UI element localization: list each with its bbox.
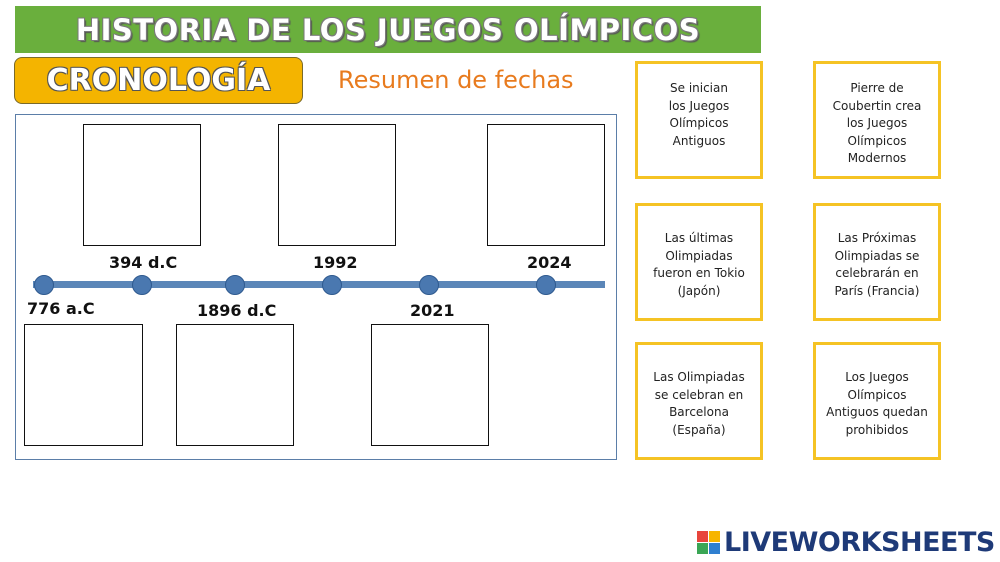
- year-label-2021: 2021: [410, 301, 455, 320]
- timeline-dot-776: [34, 275, 54, 295]
- year-label-2024: 2024: [527, 253, 572, 272]
- year-label-1992: 1992: [313, 253, 358, 272]
- timeline-dot-394: [132, 275, 152, 295]
- brand-name: LIVEWORKSHEETS: [724, 527, 995, 558]
- year-label-1896: 1896 d.C: [197, 301, 277, 320]
- page-title: HISTORIA DE LOS JUEGOS OLÍMPICOS: [75, 12, 701, 47]
- brand-logo-icon: [697, 531, 720, 554]
- year-label-776: 776 a.C: [27, 299, 95, 318]
- timeline-line: [33, 281, 605, 288]
- year-label-394: 394 d.C: [109, 253, 178, 272]
- timeline-dot-1992: [322, 275, 342, 295]
- event-card-6[interactable]: Los Juegos Olímpicos Antiguos quedan pro…: [813, 342, 941, 460]
- timeline-dot-2021: [419, 275, 439, 295]
- section-label: CRONOLOGÍA: [46, 63, 271, 98]
- event-card-4[interactable]: Las Próximas Olimpiadas se celebrarán en…: [813, 203, 941, 321]
- event-card-1[interactable]: Se inician los Juegos Olímpicos Antiguos: [635, 61, 763, 179]
- event-card-5[interactable]: Las Olimpiadas se celebran en Barcelona …: [635, 342, 763, 460]
- title-banner: HISTORIA DE LOS JUEGOS OLÍMPICOS: [15, 6, 761, 53]
- brand-logo: LIVEWORKSHEETS: [697, 527, 995, 558]
- event-card-2[interactable]: Pierre de Coubertin crea los Juegos Olím…: [813, 61, 941, 179]
- subtitle: Resumen de fechas: [338, 66, 574, 94]
- section-label-box: CRONOLOGÍA: [14, 57, 303, 104]
- drop-box-2021[interactable]: [371, 324, 489, 446]
- drop-box-2024[interactable]: [487, 124, 605, 246]
- drop-box-776[interactable]: [24, 324, 143, 446]
- timeline-dot-2024: [536, 275, 556, 295]
- timeline-dot-1896: [225, 275, 245, 295]
- drop-box-1896[interactable]: [176, 324, 294, 446]
- event-card-3[interactable]: Las últimas Olimpiadas fueron en Tokio (…: [635, 203, 763, 321]
- drop-box-394[interactable]: [83, 124, 201, 246]
- drop-box-1992[interactable]: [278, 124, 396, 246]
